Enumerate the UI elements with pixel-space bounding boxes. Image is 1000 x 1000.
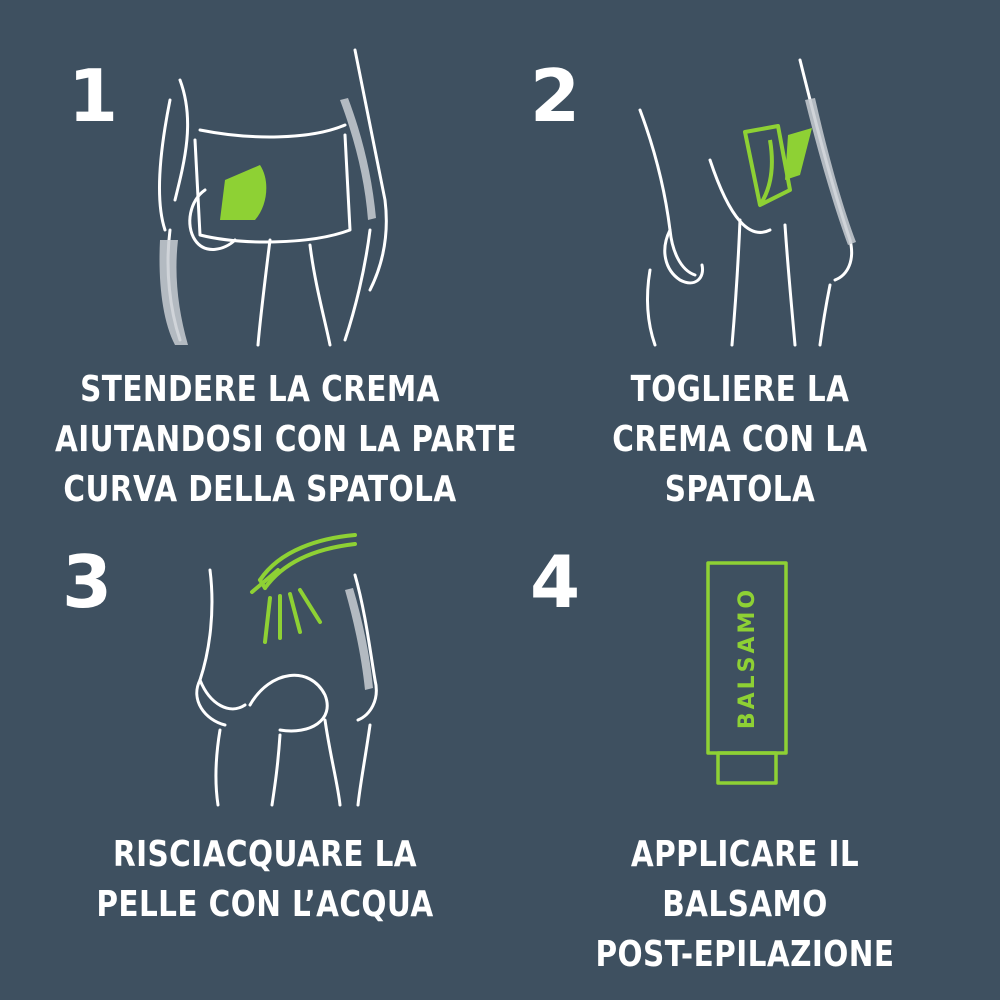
body-front-removing-icon — [638, 58, 856, 347]
step-3-caption: RISCIACQUARE LA PELLE CON L’ACQUA — [96, 834, 434, 925]
step-3-number: 3 — [62, 540, 113, 624]
step-1-caption: STENDERE LA CREMA AIUTANDOSI CON LA PART… — [55, 369, 517, 510]
tube-label: BALSAMO — [735, 587, 760, 729]
body-front-spatula-icon — [158, 48, 388, 347]
step-4-number: 4 — [530, 540, 581, 624]
balm-tube-icon: BALSAMO — [706, 561, 788, 785]
body-back-shower-icon — [195, 533, 378, 807]
step-2-number: 2 — [530, 54, 581, 138]
step-1-number: 1 — [68, 54, 119, 138]
step-4-caption: APPLICARE IL BALSAMO POST-EPILAZIONE — [595, 834, 895, 975]
step-2-caption: TOGLIERE LA CREMA CON LA SPATOLA — [612, 369, 868, 510]
